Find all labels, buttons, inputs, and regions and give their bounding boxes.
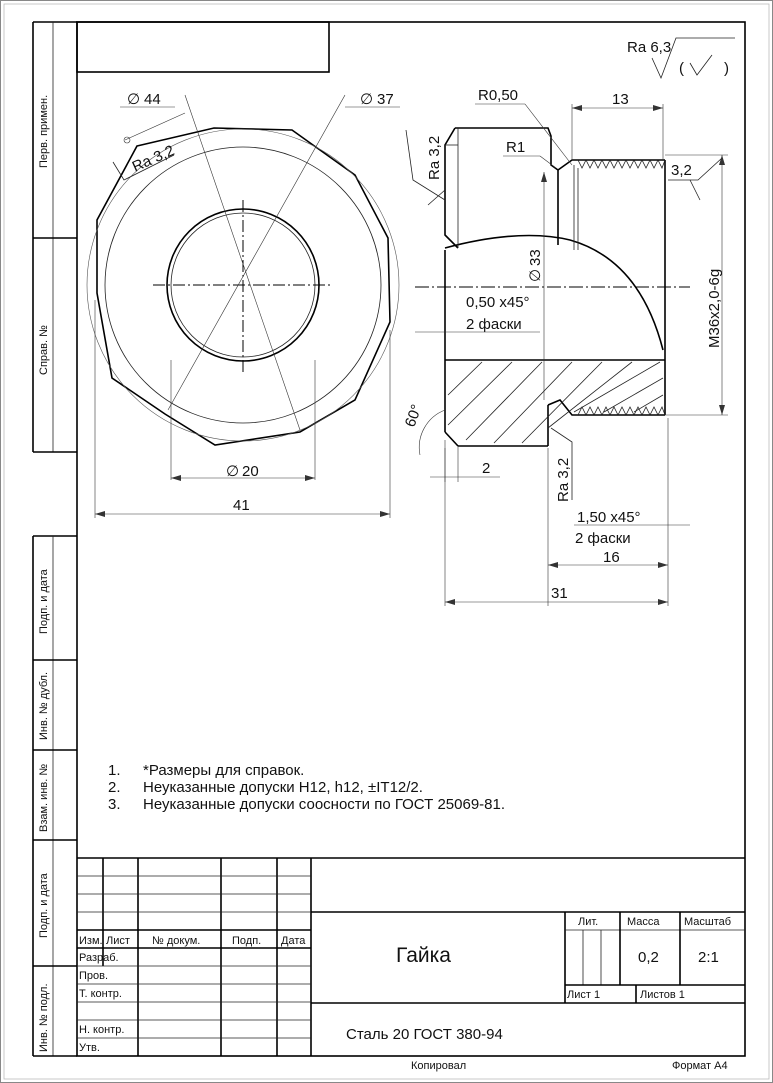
technical-notes: 1. *Размеры для справок. 2. Неуказанные … <box>108 762 505 813</box>
footer-kopiroval: Копировал <box>411 1060 466 1072</box>
angle60-label: 60° <box>402 402 426 429</box>
ra-thread-label: 3,2 <box>671 162 692 179</box>
side-stamp: Перв. примен. Справ. № Подп. и дата Инв.… <box>32 21 77 1057</box>
side-label-podp-data-1: Подп. и дата <box>38 568 50 634</box>
side-label-perv-primen: Перв. примен. <box>38 95 50 168</box>
tb-massa-value: 0,2 <box>638 949 659 966</box>
len31-label: 31 <box>551 585 568 602</box>
tb-masshtab: Масштаб <box>684 916 731 928</box>
tb-massa: Масса <box>627 916 660 928</box>
len16-label: 16 <box>603 549 620 566</box>
chamfer1-line1: 0,50 x45° <box>466 294 530 311</box>
tb-lit: Лит. <box>578 916 598 928</box>
note-3-num: 3. <box>108 796 121 813</box>
thread-label: M36x2,0-6g <box>706 269 723 348</box>
dia37-label: 37 <box>377 91 394 108</box>
tb-masshtab-value: 2:1 <box>698 949 719 966</box>
tb-list: Лист <box>106 935 130 947</box>
footer-format: Формат A4 <box>672 1060 728 1072</box>
tb-podp: Подп. <box>232 935 261 947</box>
dia33-label: 33 <box>527 249 544 266</box>
note-1-num: 1. <box>108 762 121 779</box>
drawing-frame <box>76 21 746 1057</box>
section-hatching <box>447 361 664 444</box>
part-material: Сталь 20 ГОСТ 380-94 <box>346 1026 503 1043</box>
side-label-inv-podl: Инв. № подл. <box>38 983 50 1052</box>
tb-izm: Изм. <box>79 935 103 947</box>
tb-utv: Утв. <box>79 1042 100 1054</box>
title-block: Изм. Лист № докум. Подп. Дата Разраб. Пр… <box>77 857 745 1056</box>
note-3-text: Неуказанные допуски соосности по ГОСТ 25… <box>143 796 505 813</box>
dia37-symbol: ∅ <box>360 91 373 108</box>
dia44-label: 44 <box>144 91 161 108</box>
side-label-podp-data-2: Подп. и дата <box>38 872 50 938</box>
len13-label: 13 <box>612 91 629 108</box>
r1-label: R1 <box>506 139 525 156</box>
dia20-label: 20 <box>242 463 259 480</box>
tb-prov: Пров. <box>79 970 108 982</box>
chamfer2-line1: 1,50 x45° <box>577 509 641 526</box>
front-view: ∅ 44 ∅ 37 Ra 3,2 ∅ 20 41 <box>86 91 400 518</box>
dia20-symbol: ∅ <box>226 463 239 480</box>
width41-label: 41 <box>233 497 250 514</box>
dia33-symbol: ∅ <box>527 269 544 282</box>
ra-side-label: Ra 3,2 <box>426 136 443 180</box>
chamfer2-line2: 2 фаски <box>575 530 631 547</box>
tb-data: Дата <box>281 935 306 947</box>
side-label-inv-dubl: Инв. № дубл. <box>38 672 50 740</box>
len2-label: 2 <box>482 460 490 477</box>
tb-listov-value: Листов 1 <box>640 989 685 1001</box>
side-label-vzam-inv: Взам. инв. № <box>38 764 50 832</box>
side-view: R0,50 R1 13 3,2 Ra 3,2 ∅ 33 0,50 x45° <box>402 87 728 606</box>
note-2-text: Неуказанные допуски H12, h12, ±IT12/2. <box>143 779 423 796</box>
roughness-paren-close: ) <box>724 60 729 77</box>
chamfer1-line2: 2 фаски <box>466 316 522 333</box>
r050-label: R0,50 <box>478 87 518 104</box>
tb-list-value: Лист 1 <box>567 989 600 1001</box>
dia44-symbol: ∅ <box>127 91 140 108</box>
tb-t-kontr: Т. контр. <box>79 988 122 1000</box>
note-2-num: 2. <box>108 779 121 796</box>
part-title: Гайка <box>396 944 451 967</box>
side-label-sprav-no: Справ. № <box>38 325 50 375</box>
tb-no-dokum: № докум. <box>152 935 200 947</box>
note-1-text: *Размеры для справок. <box>143 762 304 779</box>
tb-razrab: Разраб. <box>79 952 119 964</box>
tb-n-kontr: Н. контр. <box>79 1024 124 1036</box>
roughness-symbol-general: Ra 6,3 ( ) <box>627 37 735 80</box>
roughness-general-label: Ra 6,3 <box>627 39 671 56</box>
ra-bottom-label: Ra 3,2 <box>555 458 572 502</box>
top-left-box <box>76 21 330 73</box>
roughness-paren-open: ( <box>679 60 684 77</box>
